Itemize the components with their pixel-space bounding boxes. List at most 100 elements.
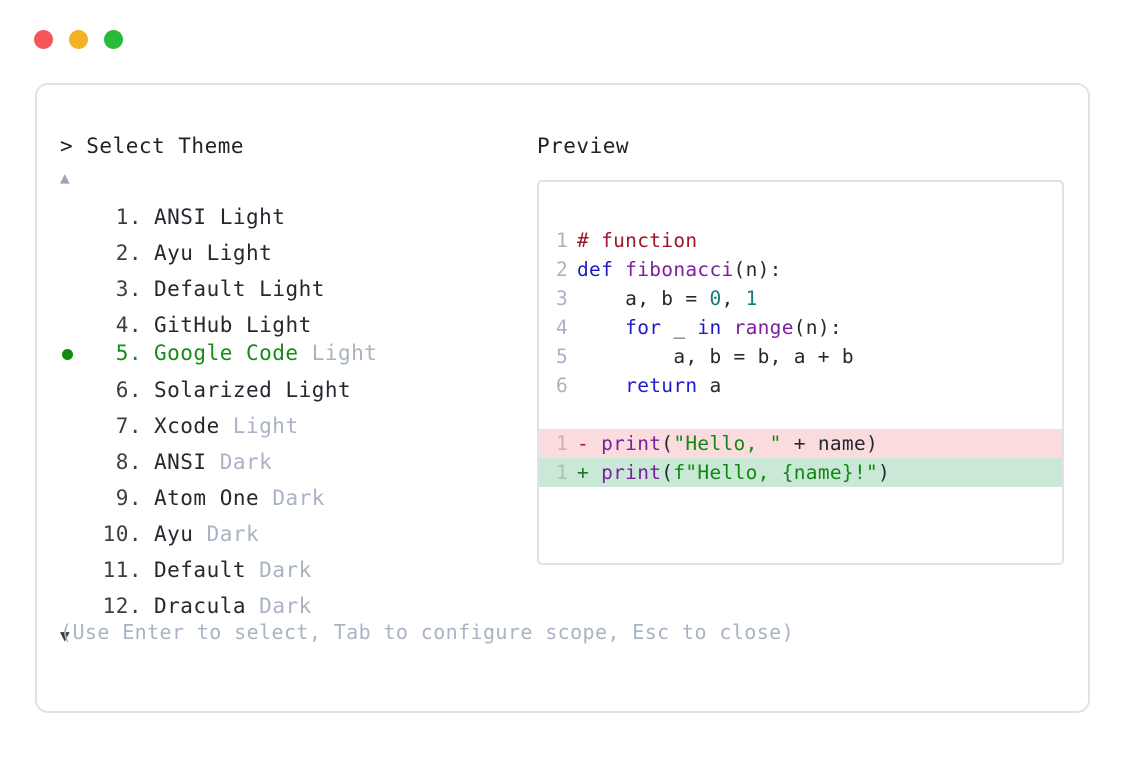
theme-item-spacer xyxy=(259,484,272,513)
code-token-func: print xyxy=(601,461,662,484)
diff-line-del: 1- print("Hello, " + name) xyxy=(539,429,1062,458)
theme-list-item[interactable]: 5. Google Code Light xyxy=(60,339,530,369)
maximize-window-button[interactable] xyxy=(104,30,123,49)
theme-item-spacer xyxy=(233,311,246,340)
theme-item-variant: Dark xyxy=(206,522,260,547)
theme-item-name: Xcode xyxy=(154,414,220,439)
scroll-down-arrow-icon[interactable]: ▼ xyxy=(60,625,71,645)
theme-list-item[interactable]: 9.Atom One Dark xyxy=(60,477,530,513)
theme-item-variant: Light xyxy=(285,378,352,403)
selection-bullet-cell xyxy=(60,369,90,398)
selected-bullet-icon xyxy=(62,349,73,360)
code-token-keyword: def xyxy=(577,258,626,281)
theme-item-spacer xyxy=(207,448,220,477)
code-line-number: 1 xyxy=(555,229,568,252)
preview-label: Preview xyxy=(537,134,630,158)
theme-item-name: Atom One xyxy=(154,486,260,511)
code-token-plain: ( xyxy=(661,432,674,455)
theme-item-name: Ayu xyxy=(154,522,194,547)
theme-item-spacer xyxy=(193,520,206,549)
code-token-plain: a, b = xyxy=(577,287,710,310)
code-token-plain: _ xyxy=(661,316,698,339)
code-line-number: 6 xyxy=(555,374,568,397)
theme-item-variant: Light xyxy=(232,414,299,439)
selection-bullet-cell xyxy=(60,267,90,296)
code-line: 5 a, b = b, a + b xyxy=(539,342,1062,371)
theme-item-spacer xyxy=(299,339,312,368)
selection-bullet-cell xyxy=(60,513,90,542)
selection-bullet-cell xyxy=(60,585,90,614)
code-token-plain: a, b = b, a + b xyxy=(577,345,854,368)
scroll-up-arrow-icon[interactable]: ▲ xyxy=(60,168,71,187)
code-token-func: range xyxy=(733,316,794,339)
code-token-keyword: for xyxy=(625,316,662,339)
code-token-plain: , xyxy=(721,287,746,310)
theme-item-variant: Dark xyxy=(219,450,273,475)
theme-list-item[interactable]: 10.Ayu Dark xyxy=(60,513,530,549)
theme-list-item[interactable]: 1. ANSI Light xyxy=(60,195,530,231)
selection-bullet-cell xyxy=(60,340,90,369)
theme-item-name: ANSI xyxy=(154,204,207,229)
code-line-content: a, b = b, a + b xyxy=(577,342,1062,371)
code-line-content: a, b = 0, 1 xyxy=(577,284,1062,313)
code-token-keyword: return xyxy=(625,374,698,397)
theme-item-index: 9. xyxy=(115,486,142,511)
theme-item-index: 11. xyxy=(102,558,142,583)
theme-item-index: 1. xyxy=(115,204,142,229)
theme-item-variant: Light xyxy=(219,204,286,229)
selection-bullet-cell xyxy=(60,405,90,434)
code-token-keyword: in xyxy=(697,316,722,339)
diff-line-content: + print(f"Hello, {name}!") xyxy=(577,458,1062,487)
diff-line-number: 1 xyxy=(555,432,568,455)
close-window-button[interactable] xyxy=(34,30,53,49)
code-line: 2 def fibonacci(n): xyxy=(539,255,1062,284)
code-token-number: 1 xyxy=(745,287,758,310)
selection-bullet-cell xyxy=(60,303,90,332)
theme-item-index: 5. xyxy=(115,341,142,365)
code-token-plain: ) xyxy=(878,461,891,484)
code-line-number: 2 xyxy=(555,258,568,281)
code-token-func: fibonacci xyxy=(625,258,734,281)
selection-bullet-cell xyxy=(60,549,90,578)
selection-bullet-cell xyxy=(60,195,90,224)
theme-item-name: Google Code xyxy=(154,341,299,365)
theme-list-item[interactable]: 6.Solarized Light xyxy=(60,369,530,405)
theme-item-variant: Light xyxy=(311,341,378,365)
theme-item-index: 4. xyxy=(115,312,142,337)
theme-item-name: Dracula xyxy=(154,594,247,619)
code-token-func: print xyxy=(601,432,662,455)
code-token-marker-add: + xyxy=(577,461,602,484)
theme-item-spacer xyxy=(246,592,259,621)
code-token-string: f"Hello, {name}!" xyxy=(673,461,879,484)
code-line: 6 return a xyxy=(539,371,1062,400)
theme-item-spacer xyxy=(207,203,220,232)
diff-line-add: 1+ print(f"Hello, {name}!") xyxy=(539,458,1062,487)
code-token-plain: (n): xyxy=(733,258,782,281)
theme-list-item[interactable]: 3.Default Light xyxy=(60,267,530,303)
theme-list-item[interactable]: 4.GitHub Light xyxy=(60,303,530,339)
theme-item-index: 7. xyxy=(115,414,142,439)
theme-list-item[interactable]: 8.ANSI Dark xyxy=(60,441,530,477)
code-token-marker-del: - xyxy=(577,432,602,455)
theme-item-spacer xyxy=(246,556,259,585)
theme-list-item[interactable]: 11. Default Dark xyxy=(60,549,530,585)
minimize-window-button[interactable] xyxy=(69,30,88,49)
theme-item-spacer xyxy=(272,376,285,405)
selection-bullet-cell xyxy=(60,231,90,260)
theme-item-name: ANSI xyxy=(154,450,207,475)
theme-item-variant: Dark xyxy=(259,558,312,583)
selection-bullet-cell xyxy=(60,441,90,470)
theme-list-item[interactable]: 12.Dracula Dark xyxy=(60,585,530,621)
theme-list-item[interactable]: 7. Xcode Light xyxy=(60,405,530,441)
theme-item-name: Default xyxy=(154,558,247,583)
theme-list-item[interactable]: 2.Ayu Light xyxy=(60,231,530,267)
select-theme-prompt: > Select Theme xyxy=(60,134,245,158)
theme-item-variant: Dark xyxy=(259,594,312,619)
code-token-plain: + name) xyxy=(781,432,879,455)
